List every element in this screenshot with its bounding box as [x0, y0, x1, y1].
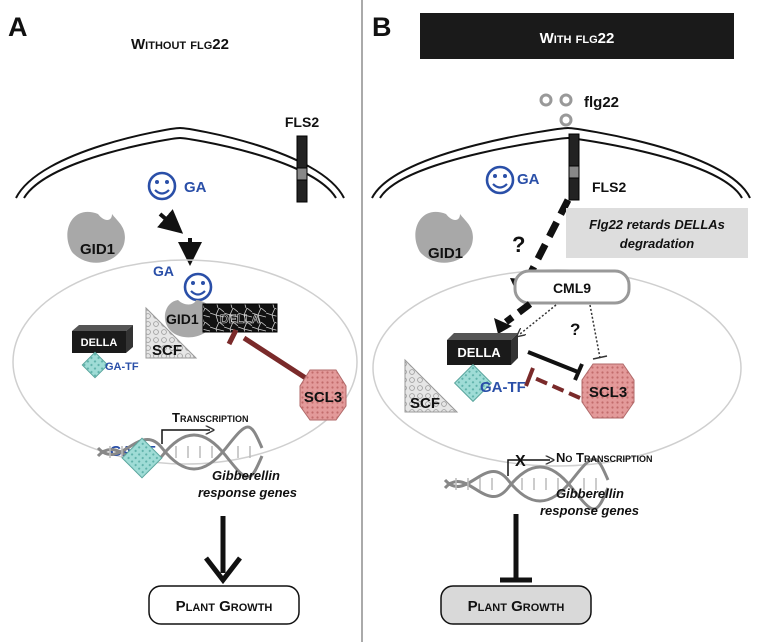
scf-label-b: SCF — [410, 395, 440, 412]
ga-tf-label-b: GA-TF — [480, 379, 526, 396]
plant-growth-label-b: Plant Growth — [468, 598, 565, 615]
ga-tf-shape-b — [453, 363, 493, 403]
cml9-della-arrowhead — [494, 318, 512, 334]
panel-a-title: Without flg22 — [131, 36, 229, 53]
cml9-box — [513, 269, 631, 305]
ga-tf-small-shape — [81, 351, 109, 379]
question-mark-2: ? — [570, 320, 580, 339]
transcription-label: Transcription — [172, 410, 248, 425]
scl3-protein-shape-b — [581, 363, 635, 419]
ga-binding-arrow — [157, 209, 184, 234]
panel-a: A Without flg22 FLS2 GA GID1 GA — [8, 12, 358, 625]
gid1-receptor-shape-b — [415, 211, 473, 263]
della-scl3-bar — [573, 363, 584, 381]
genes-line2: response genes — [198, 485, 297, 500]
genes-line2-b: response genes — [540, 503, 639, 518]
no-transcription-arrow — [507, 460, 550, 476]
cml9-dotted-inhibition — [589, 304, 601, 359]
della-label-b: DELLA — [457, 345, 501, 360]
gid1-receptor-shape — [67, 211, 125, 263]
scf-complex-shape — [145, 306, 198, 359]
cell-membrane-inner — [23, 136, 337, 199]
nucleus-ga-label: GA — [153, 263, 174, 279]
cell-membrane-inner-b — [379, 136, 743, 199]
cml9-della-arrow — [503, 301, 533, 325]
ga-tf-shape — [121, 437, 163, 479]
growth-arrow-head — [204, 556, 242, 585]
fls2-receptor — [296, 135, 308, 203]
scl3-inhibition-bar — [226, 328, 239, 346]
fls2-label: FLS2 — [285, 114, 319, 130]
ga-smiley-icon-b — [485, 165, 515, 195]
nucleus-ga-smiley-icon — [183, 272, 213, 302]
scl3-protein-shape — [299, 369, 347, 421]
nucleus-gid1-shape — [164, 300, 215, 338]
genes-line1-b: Gibberellin — [556, 486, 624, 501]
plant-growth-box-b — [440, 585, 592, 625]
flg22-label: flg22 — [584, 94, 619, 111]
cml9-dotted-bar — [592, 355, 608, 360]
scf-complex-shape-b — [404, 358, 459, 413]
scl3-label-b: SCL3 — [589, 384, 627, 401]
dna-helix-b — [443, 457, 610, 511]
gid1-label: GID1 — [80, 241, 115, 258]
della-protein — [72, 325, 133, 353]
flg22-molecules-icon — [539, 93, 573, 127]
panel-b-title: With flg22 — [540, 30, 615, 47]
nucleus — [12, 259, 358, 465]
ga-label: GA — [184, 179, 207, 196]
genes-line1: Gibberellin — [212, 468, 280, 483]
della-protein-b — [447, 333, 518, 365]
ga-tf-small-label: GA-TF — [105, 361, 139, 373]
panel-b: B With flg22 flg22 FLS2 GA GID — [371, 12, 751, 625]
fls2-receptor-b — [568, 133, 580, 201]
della-scl3-line — [527, 350, 579, 374]
x-mark: X — [515, 453, 526, 470]
cml9-label: CML9 — [553, 280, 591, 296]
scl3-della-line — [529, 374, 581, 400]
plant-growth-box — [148, 585, 300, 625]
fls2-label-b: FLS2 — [592, 179, 626, 195]
della-degraded-shape — [202, 303, 278, 333]
no-transcription-label: No Transcription — [556, 450, 652, 465]
note-box — [566, 208, 748, 258]
cell-membrane-outer-b — [371, 126, 751, 199]
nucleus-gid1-label: GID1 — [166, 311, 199, 327]
della-label: DELLA — [81, 337, 118, 349]
ga-smiley-icon — [147, 171, 177, 201]
scl3-della-bar — [524, 367, 535, 387]
scf-label: SCF — [152, 342, 182, 359]
panel-a-letter: A — [8, 12, 28, 42]
gid1-label-b: GID1 — [428, 245, 463, 262]
ga-label-b: GA — [517, 171, 540, 188]
della-degraded-label: DELLA — [220, 312, 260, 326]
plant-growth-label: Plant Growth — [176, 598, 273, 615]
note-line2: degradation — [620, 236, 694, 251]
question-mark-1: ? — [512, 232, 525, 257]
transcription-arrow — [161, 430, 210, 444]
scl3-label: SCL3 — [304, 389, 342, 406]
panel-b-title-bar — [420, 13, 734, 59]
note-line1: Flg22 retards DELLAs — [589, 217, 725, 232]
panel-b-letter: B — [372, 12, 392, 42]
